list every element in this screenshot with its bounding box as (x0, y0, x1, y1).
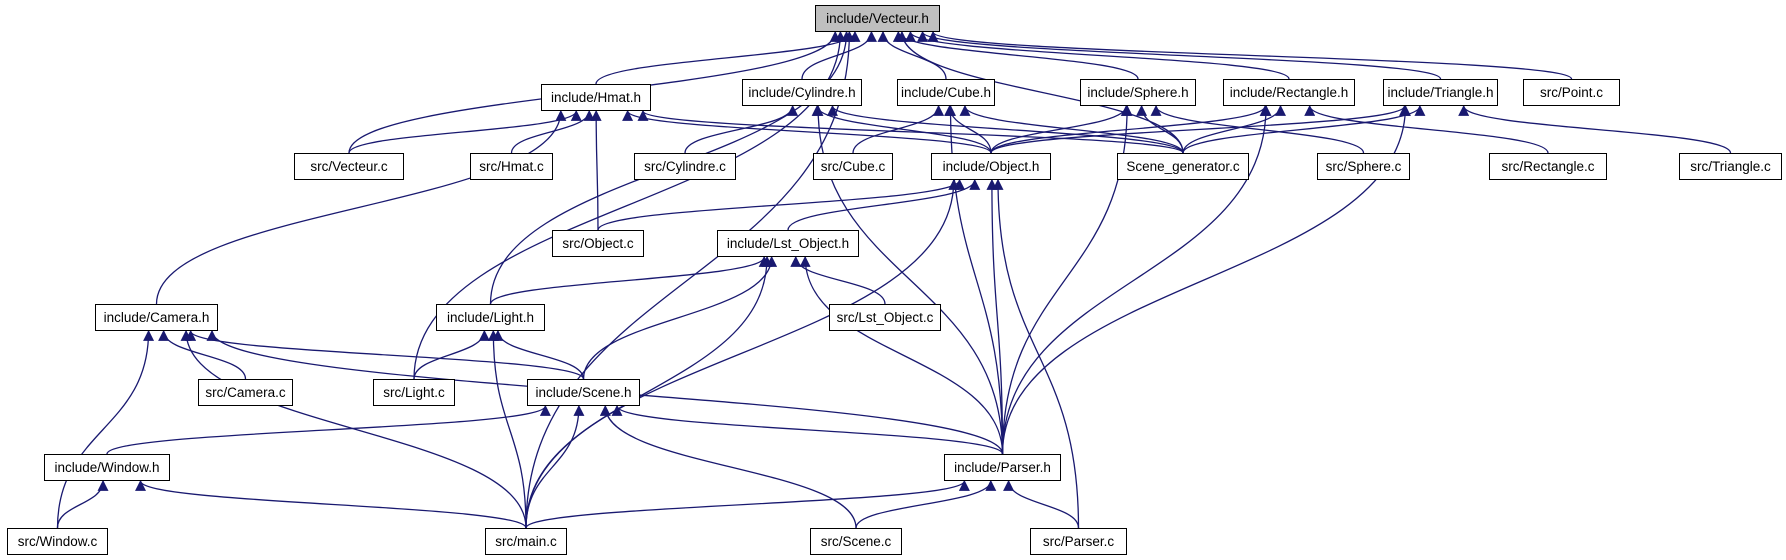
edge-hmat-c-to-hmat-h (510, 109, 595, 154)
node-window-h[interactable]: include/Window.h (44, 454, 170, 481)
node-light-h[interactable]: include/Light.h (436, 304, 545, 331)
edge-main-c-to-light-h (487, 329, 527, 529)
edge-lst-object-c-to-lst-object-h (790, 255, 886, 305)
edge-triangle-h-to-vecteur-h (917, 30, 1442, 80)
node-lst-object-c[interactable]: src/Lst_Object.c (829, 304, 941, 331)
edge-parser-h-to-rectangle-h (1001, 104, 1272, 455)
edge-main-c-to-parser-h (525, 479, 970, 529)
node-cube-c[interactable]: src/Cube.c (813, 153, 893, 180)
edge-scene-h-to-light-h (492, 329, 585, 380)
node-scene-c[interactable]: src/Scene.c (810, 528, 902, 555)
node-point-c[interactable]: src/Point.c (1523, 79, 1620, 106)
edge-main-c-to-camera-h (180, 329, 527, 529)
node-window-c[interactable]: src/Window.c (7, 528, 108, 555)
edge-scene-gen-c-to-rectangle-h (1182, 104, 1286, 154)
edge-window-h-to-scene-h (106, 404, 551, 455)
node-lst-object-h[interactable]: include/Lst_Object.h (717, 230, 859, 257)
edge-main-c-to-window-h (135, 479, 527, 529)
edge-cylindre-c-to-cylindre-h (684, 104, 799, 154)
edge-scene-c-to-parser-h (855, 479, 997, 529)
edge-scene-gen-c-to-sphere-h (1136, 104, 1184, 154)
node-scene-gen-c[interactable]: Scene_generator.c (1117, 153, 1249, 180)
edge-main-c-to-lst-object-h (525, 255, 773, 529)
edge-window-c-to-camera-h (56, 329, 155, 529)
node-vecteur-h: include/Vecteur.h (815, 5, 940, 32)
edge-scene-gen-c-to-cylindre-h (827, 104, 1184, 154)
node-parser-h[interactable]: include/Parser.h (944, 454, 1061, 481)
edge-parser-h-to-scene-h (611, 404, 1004, 455)
edge-scene-gen-c-to-cube-h (959, 104, 1184, 154)
edge-cube-c-to-cube-h (852, 104, 945, 154)
edge-window-c-to-window-h (56, 479, 109, 529)
node-scene-h[interactable]: include/Scene.h (527, 379, 640, 406)
node-vecteur-c[interactable]: src/Vecteur.c (294, 153, 404, 180)
edge-scene-gen-c-to-hmat-h (637, 109, 1184, 154)
node-light-c[interactable]: src/Light.c (373, 379, 455, 406)
node-sphere-h[interactable]: include/Sphere.h (1080, 79, 1196, 106)
edge-scene-c-to-scene-h (599, 404, 857, 529)
node-triangle-c[interactable]: src/Triangle.c (1679, 153, 1782, 180)
node-cylindre-h[interactable]: include/Cylindre.h (742, 79, 862, 106)
edge-point-c-to-vecteur-h (927, 30, 1573, 80)
edge-cylindre-h-to-vecteur-h (801, 30, 877, 80)
edge-parser-h-to-object-h (986, 178, 1004, 455)
node-parser-c[interactable]: src/Parser.c (1030, 528, 1127, 555)
edge-cube-h-to-vecteur-h (877, 30, 947, 80)
node-hmat-c[interactable]: src/Hmat.c (470, 153, 553, 180)
edge-main-c-to-scene-h (525, 404, 585, 529)
edge-object-h-to-triangle-h (990, 104, 1410, 154)
edge-parser-h-to-lst-object-h (799, 255, 1004, 455)
node-object-h[interactable]: include/Object.h (931, 153, 1051, 180)
node-cube-h[interactable]: include/Cube.h (897, 79, 995, 106)
node-triangle-h[interactable]: include/Triangle.h (1383, 79, 1498, 106)
edge-object-h-to-cylindre-h (811, 104, 992, 154)
edge-lst-object-h-to-object-h (787, 178, 981, 231)
node-camera-c[interactable]: src/Camera.c (198, 379, 293, 406)
edge-object-h-to-rectangle-h (990, 104, 1271, 154)
edge-object-c-to-hmat-h (590, 109, 602, 231)
edge-light-h-to-lst-object-h (489, 255, 770, 305)
edge-sphere-c-to-sphere-h (1150, 104, 1365, 154)
edge-triangle-c-to-triangle-h (1458, 104, 1732, 154)
node-rectangle-h[interactable]: include/Rectangle.h (1223, 79, 1355, 106)
node-object-c[interactable]: src/Object.c (552, 230, 644, 257)
edge-parser-c-to-parser-h (1003, 479, 1080, 529)
edge-main-c-to-vecteur-h (525, 30, 855, 529)
node-rectangle-c[interactable]: src/Rectangle.c (1489, 153, 1607, 180)
edge-camera-c-to-camera-h (158, 329, 247, 380)
edge-camera-h-to-hmat-h (155, 109, 567, 305)
node-main-c[interactable]: src/main.c (485, 528, 567, 555)
edge-object-h-to-sphere-h (990, 104, 1132, 154)
node-cylindre-c[interactable]: src/Cylindre.c (634, 153, 736, 180)
node-camera-h[interactable]: include/Camera.h (95, 304, 218, 331)
edge-light-c-to-light-h (413, 329, 490, 380)
edge-rectangle-c-to-rectangle-h (1304, 104, 1549, 154)
edge-parser-c-to-object-h (992, 178, 1080, 529)
node-hmat-h[interactable]: include/Hmat.h (541, 84, 651, 111)
edge-scene-h-to-lst-object-h (582, 255, 778, 380)
node-sphere-c[interactable]: src/Sphere.c (1317, 153, 1410, 180)
edge-object-c-to-object-h (597, 178, 965, 231)
